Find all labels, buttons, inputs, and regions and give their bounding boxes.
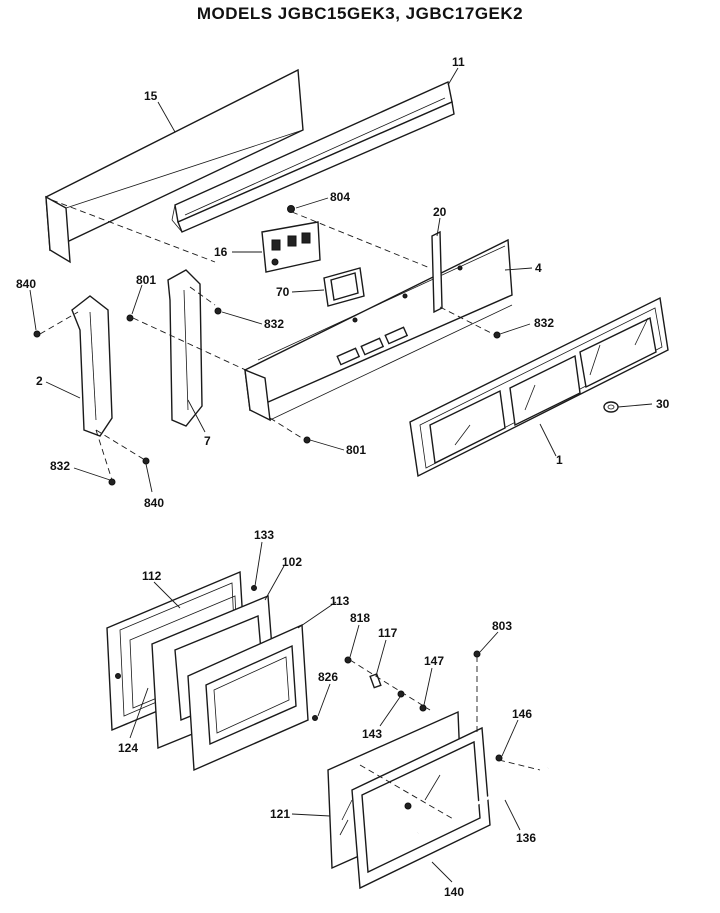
- callout-818: 818: [350, 611, 370, 625]
- part-4-control-bracket: [244, 238, 513, 422]
- callout-113: 113: [330, 594, 350, 608]
- diagram-title: MODELS JGBC15GEK3, JGBC17GEK2: [196, 4, 524, 23]
- callout-133: 133: [254, 528, 274, 542]
- screw-804: [287, 205, 295, 213]
- assembly-lines-lower: [349, 656, 541, 821]
- callout-801-bottom: 801: [346, 443, 366, 457]
- callout-70: 70: [276, 285, 290, 299]
- callout-832-right: 832: [534, 316, 554, 330]
- door-hardware: [344, 650, 503, 762]
- callout-146: 146: [512, 707, 532, 721]
- callout-112: 112: [142, 569, 162, 583]
- callout-147: 147: [424, 654, 444, 668]
- part-113-inner-panel: [187, 623, 318, 772]
- callout-832-left: 832: [50, 459, 70, 473]
- part-20-bracket: [431, 230, 443, 314]
- callout-labels: 15 11 804 20 16 4 840 801 70 832 832 2 3…: [16, 55, 670, 899]
- callout-804: 804: [330, 190, 350, 204]
- part-2-side-bracket: [71, 295, 113, 437]
- callout-15: 15: [144, 89, 158, 103]
- callout-20: 20: [433, 205, 447, 219]
- callout-143: 143: [362, 727, 382, 741]
- callout-16: 16: [214, 245, 228, 259]
- part-70-frame: [323, 267, 365, 307]
- callout-803: 803: [492, 619, 512, 633]
- part-15-rear-panel: [45, 68, 304, 264]
- callout-2: 2: [36, 374, 43, 388]
- part-1-front-panel: [409, 296, 669, 478]
- callout-826: 826: [318, 670, 338, 684]
- callout-102: 102: [282, 555, 302, 569]
- callout-136: 136: [516, 831, 536, 845]
- callout-117: 117: [378, 626, 398, 640]
- part-136-handle: [417, 766, 549, 835]
- callout-124: 124: [118, 741, 138, 755]
- screws: [33, 307, 501, 486]
- leader-lines: [29, 67, 653, 883]
- callout-30: 30: [656, 397, 670, 411]
- callout-840-top: 840: [16, 277, 36, 291]
- part-11-top-trim: [171, 81, 455, 233]
- callout-801-top: 801: [136, 273, 156, 287]
- callout-140: 140: [444, 885, 464, 899]
- callout-4: 4: [535, 261, 542, 275]
- callout-121: 121: [270, 807, 290, 821]
- part-30-knob: [603, 401, 619, 413]
- callout-832-mid: 832: [264, 317, 284, 331]
- callout-7: 7: [204, 434, 211, 448]
- callout-11: 11: [452, 55, 465, 69]
- callout-840-bottom: 840: [144, 496, 164, 510]
- part-140-door-frame: [351, 726, 491, 890]
- part-7-side-bracket: [167, 269, 203, 427]
- part-16-switch: [261, 221, 321, 273]
- assembly-lines-upper: [39, 199, 496, 481]
- callout-1: 1: [556, 453, 563, 467]
